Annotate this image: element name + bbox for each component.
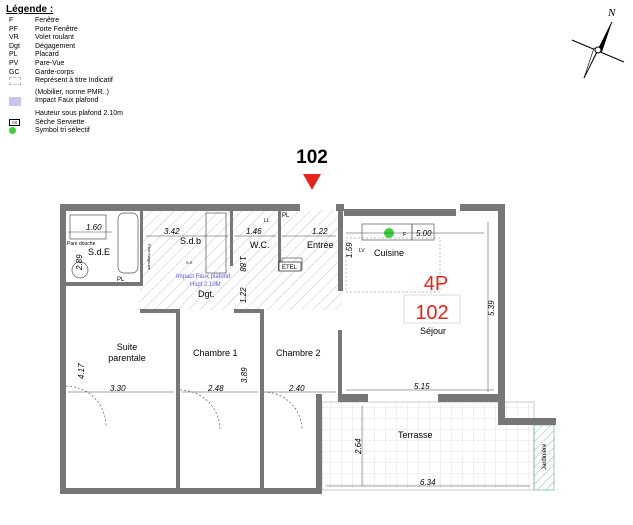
- legend-code: PV: [9, 59, 19, 67]
- room-suite: Suite: [117, 342, 138, 352]
- dim-wc-w: 1.46: [246, 227, 262, 236]
- dim-cuisine-h: 1.59: [345, 242, 354, 258]
- legend-item: PF Porte Fenêtre: [6, 26, 123, 35]
- legend-item-indicative: Représent à titre Indicatif: [6, 77, 123, 89]
- legend-label: Sèche Serviette: [35, 118, 85, 126]
- dim-ch1-h: 3.89: [240, 367, 249, 383]
- legend-item: PL Placard: [6, 51, 123, 60]
- dim-cuisine-w: 5.00: [416, 229, 432, 238]
- legend-item: PV Pare-Vue: [6, 60, 123, 69]
- legend-label: Garde-corps: [35, 68, 74, 76]
- dim-sejour-w: 5.15: [414, 382, 430, 391]
- legend-label: Placard: [35, 51, 59, 59]
- legend-code: VR: [9, 34, 19, 42]
- legend-label: Symbol tri sélectif: [35, 127, 90, 135]
- legend-label: Pare-Vue: [35, 59, 65, 67]
- seche-serviette-icon: SS: [9, 118, 21, 126]
- dim-sde-w: 1.60: [86, 223, 102, 232]
- dim-wc-h: 1.88: [238, 256, 247, 272]
- legend-code: Dgt: [9, 42, 20, 50]
- walls: [60, 204, 556, 494]
- apartment-box-number: 102: [415, 302, 448, 324]
- etel-label: ETEL: [282, 265, 298, 271]
- legend-item: Dgt Dégagement: [6, 43, 123, 52]
- legend-item-faux-plafond-2: Hauteur sous plafond 2.10m: [6, 110, 123, 119]
- legend-item-seche-serviette: SS Sèche Serviette: [6, 118, 123, 128]
- ll-label: LL: [264, 218, 270, 224]
- dim-ch2-w: 2.40: [288, 384, 305, 393]
- dim-dgt-h: 1.22: [239, 287, 248, 303]
- legend-label: Fenêtre: [35, 17, 60, 24]
- legend-label: (Mobilier, norme PMR..): [35, 88, 109, 96]
- room-terrasse: Terrasse: [398, 430, 433, 440]
- room-suite-2: parentale: [108, 353, 146, 363]
- legend-label: Impact Faux plafond: [35, 97, 99, 105]
- indicative-swatch: [9, 77, 21, 86]
- legend-item-faux-plafond: Impact Faux plafond: [6, 97, 123, 110]
- pl-label-2: PL: [117, 277, 125, 283]
- room-chambre2: Chambre 2: [276, 348, 321, 358]
- legend-code: PL: [9, 51, 18, 59]
- pl-label: PL: [282, 213, 290, 219]
- apartment-type: 4P: [424, 273, 448, 295]
- dim-sdb-w: 3.42: [164, 227, 180, 236]
- room-sde: S.d.E: [88, 247, 110, 257]
- entrance-marker-icon: [303, 174, 321, 190]
- dim-terrasse-w: 6.34: [420, 478, 436, 487]
- room-sdb: S.d.b: [180, 236, 201, 246]
- legend-title: Légende :: [6, 4, 54, 15]
- legend-label: Volet roulant: [35, 34, 74, 42]
- room-entree: Entrée: [307, 240, 334, 250]
- legend-item-tri: Symbol tri sélectif: [6, 127, 123, 138]
- room-wc: W.C.: [250, 240, 270, 250]
- faux-plafond-swatch: [9, 97, 21, 107]
- dim-sejour-h: 5.39: [487, 300, 496, 316]
- legend-label: Porte Fenêtre: [35, 25, 78, 33]
- f-label: F: [403, 232, 406, 238]
- faux-plafond-note-2: Hspf 2.10M: [190, 282, 221, 288]
- dim-suite-h: 4.17: [77, 363, 86, 379]
- legend-item: GC Garde-corps: [6, 69, 123, 78]
- dim-sde-h: 2.89: [75, 254, 84, 271]
- dim-terrasse-h: 2.64: [354, 438, 363, 455]
- faux-plafond-note: Impact Faux plafond: [176, 274, 230, 280]
- pare-baignoire-label: Pare baignoire: [147, 244, 152, 271]
- legend-code: PF: [9, 25, 18, 33]
- legend-item: VR Volet roulant: [6, 34, 123, 43]
- room-sejour: Séjour: [420, 326, 446, 336]
- pare-douche-label: Pare douche: [67, 241, 96, 247]
- dimension-lines: [68, 222, 530, 487]
- faux-plafond-zone: [140, 210, 342, 310]
- legend-label: Représent à titre Indicatif: [35, 77, 113, 85]
- lv-label: LV: [359, 248, 365, 254]
- legend: Légende : F Fenêtre PF Porte Fenêtre VR Vol…: [6, 4, 123, 138]
- dimensions: 1.60 2.89 3.42 1.46 1.88 1.22 1.22 1.59 …: [75, 223, 496, 487]
- compass-north-icon: N: [571, 7, 625, 79]
- legend-item-indicative-2: (Mobilier, norme PMR..): [6, 89, 123, 98]
- legend-code: GC: [9, 68, 20, 76]
- ss-label: S.S: [186, 260, 193, 265]
- compass-label: N: [607, 7, 616, 19]
- room-cuisine: Cuisine: [374, 248, 404, 258]
- apartment-number: 102: [296, 147, 328, 168]
- dim-ch1-w: 2.48: [207, 384, 224, 393]
- legend-label: Hauteur sous plafond 2.10m: [35, 109, 123, 117]
- legend-code: F: [9, 17, 14, 24]
- recycle-icon: [9, 127, 16, 135]
- legend-label: Dégagement: [35, 42, 76, 50]
- jardiniere-label: Jardinière: [542, 443, 548, 470]
- dim-entree-w: 1.22: [312, 227, 328, 236]
- room-dgt: Dgt.: [198, 289, 215, 299]
- room-chambre1: Chambre 1: [193, 348, 238, 358]
- legend-item: F Fenêtre: [6, 17, 123, 26]
- dim-suite-w: 3.30: [110, 384, 126, 393]
